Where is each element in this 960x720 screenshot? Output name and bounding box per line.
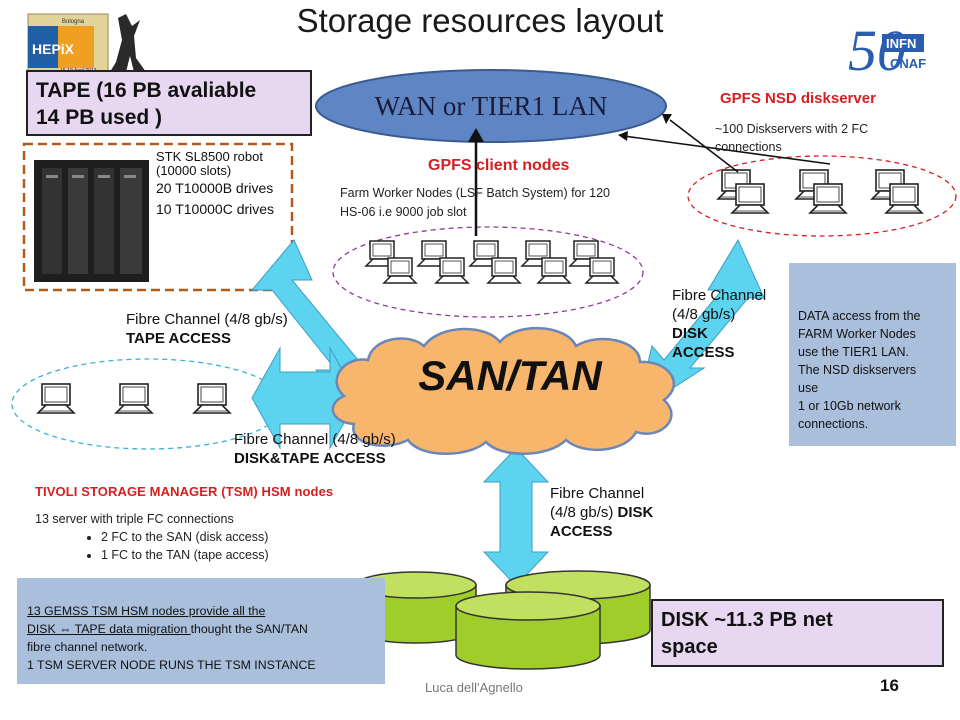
disk-cylinders — [355, 570, 651, 670]
fc-disk-right-line3: DISK — [672, 325, 708, 342]
fc-disk-bottom-line1: Fibre Channel — [550, 485, 645, 502]
gemss-line2-underlined: DISK ⇔ TAPE data migration — [27, 622, 191, 636]
disk-title-line2: space — [661, 636, 718, 658]
wan-label: WAN or TIER1 LAN — [374, 91, 608, 121]
robot-name-line1: STK SL8500 robot — [156, 149, 263, 164]
footer-author: Luca dell'Agnello — [425, 680, 523, 695]
robot-specs: STK SL8500 robot (10000 slots) 20 T10000… — [156, 150, 274, 220]
page-number: 16 — [880, 676, 899, 695]
page-title: Storage resources layout — [296, 2, 664, 39]
infn-logo: 50 INFN CNAF — [848, 18, 926, 83]
tape-title-line2: 14 PB used ) — [36, 106, 163, 129]
tsm-bullet-1: 2 FC to the SAN (disk access) — [101, 528, 269, 546]
tape-robot-box — [22, 142, 294, 292]
fc-disktape-label: Fibre Channel (4/8 gb/s) DISK&TAPE ACCES… — [234, 430, 396, 468]
arrow-nsd-to-wan — [618, 114, 831, 173]
data-access-line3: use the TIER1 LAN. — [798, 345, 909, 359]
gpfs-nsd-desc: ~100 Diskservers with 2 FC connections — [715, 122, 869, 154]
data-access-note: DATA access from the FARM Worker Nodes u… — [789, 263, 956, 446]
data-access-line6: 1 or 10Gb network — [798, 399, 901, 413]
tsm-bullet-list: 2 FC to the SAN (disk access) 1 FC to th… — [35, 528, 269, 564]
farm-desc: Farm Worker Nodes (LSF Batch System) for… — [340, 184, 660, 222]
data-access-line2: FARM Worker Nodes — [798, 327, 916, 341]
tsm-title: TIVOLI STORAGE MANAGER (TSM) HSM nodes — [35, 484, 334, 499]
san-tan-label: SAN/TAN — [418, 352, 602, 399]
gemss-line1: 13 GEMSS TSM HSM nodes provide all the — [27, 604, 266, 618]
disk-title-box: DISK ~11.3 PB net space — [651, 599, 944, 667]
san-tan-cloud — [331, 327, 676, 455]
tsm-bullet-2: 1 FC to the TAN (tape access) — [101, 546, 269, 564]
tsm-desc-text: 13 server with triple FC connections — [35, 512, 234, 526]
fc-disk-right-label: Fibre Channel (4/8 gb/s) DISK ACCESS — [672, 286, 794, 362]
infn-logo-name: INFN — [886, 36, 916, 51]
fc-disk-bottom-bold: DISK — [617, 504, 654, 521]
data-access-line7: connections. — [798, 417, 869, 431]
arrow-farm-to-wan — [468, 128, 484, 236]
robot-drives1: 20 T10000B drives — [156, 180, 274, 196]
tape-title-box: TAPE (16 PB avaliable 14 PB used ) — [26, 70, 312, 136]
hepix-logo: HEPiX Bologna 15-19 April 2013 — [27, 13, 146, 75]
robot-name-line2: (10000 slots) — [156, 163, 232, 178]
fc-tape-line2: TAPE ACCESS — [126, 330, 232, 347]
robot-drives2: 10 T10000C drives — [156, 201, 275, 217]
gemss-note: 13 GEMSS TSM HSM nodes provide all the D… — [17, 578, 385, 684]
data-access-line4: The NSD diskservers — [798, 363, 917, 377]
data-access-line1: DATA access from the — [798, 309, 921, 323]
fc-disktape-line2: DISK&TAPE ACCESS — [234, 450, 386, 467]
fc-tape-label: Fibre Channel (4/8 gb/s) TAPE ACCESS — [126, 310, 288, 348]
fc-disk-bottom-line3: ACCESS — [550, 523, 613, 540]
gemss-line4: 1 TSM SERVER NODE RUNS THE TSM INSTANCE — [27, 658, 316, 672]
farm-desc-line2: HS-06 i.e 9000 job slot — [340, 205, 467, 219]
fc-disk-bottom-arrow — [482, 447, 550, 587]
tape-title-line1: TAPE (16 PB avaliable — [36, 79, 257, 102]
tape-robot-image — [34, 160, 149, 282]
gemss-line2-rest: thought the SAN/TAN — [190, 622, 308, 636]
fc-disk-bottom-label: Fibre Channel (4/8 gb/s) DISK ACCESS — [550, 484, 700, 541]
tsm-nodes — [37, 383, 231, 414]
fc-disk-right-line2: (4/8 gb/s) — [672, 306, 736, 323]
gpfs-nsd-title: GPFS NSD diskserver — [720, 90, 876, 107]
farm-nodes-ellipse — [332, 226, 644, 318]
disk-title-line1: DISK ~11.3 PB net — [661, 609, 833, 631]
wan-ellipse — [315, 69, 667, 143]
fc-tape-line1: Fibre Channel (4/8 gb/s) — [126, 311, 288, 328]
hepix-logo-top-text: Bologna — [62, 19, 85, 25]
fc-disk-bottom-line2: (4/8 gb/s) — [550, 504, 614, 521]
gemss-line3: fibre channel network. — [27, 640, 148, 654]
fc-disk-right-line4: ACCESS — [672, 344, 735, 361]
gpfs-client-title: GPFS client nodes — [428, 157, 570, 174]
hepix-logo-text: HEPiX — [32, 41, 75, 57]
nsd-ellipse — [687, 155, 957, 237]
fc-disk-right-line1: Fibre Channel — [672, 287, 767, 304]
farm-worker-nodes — [365, 240, 619, 284]
fc-disktape-line1: Fibre Channel (4/8 gb/s) — [234, 431, 396, 448]
infn-logo-sub: CNAF — [890, 56, 926, 71]
nsd-diskservers — [717, 169, 923, 214]
tsm-desc: 13 server with triple FC connections 2 F… — [35, 510, 269, 564]
farm-desc-line1: Farm Worker Nodes (LSF Batch System) for… — [340, 186, 610, 200]
data-access-line5: use — [798, 381, 819, 395]
